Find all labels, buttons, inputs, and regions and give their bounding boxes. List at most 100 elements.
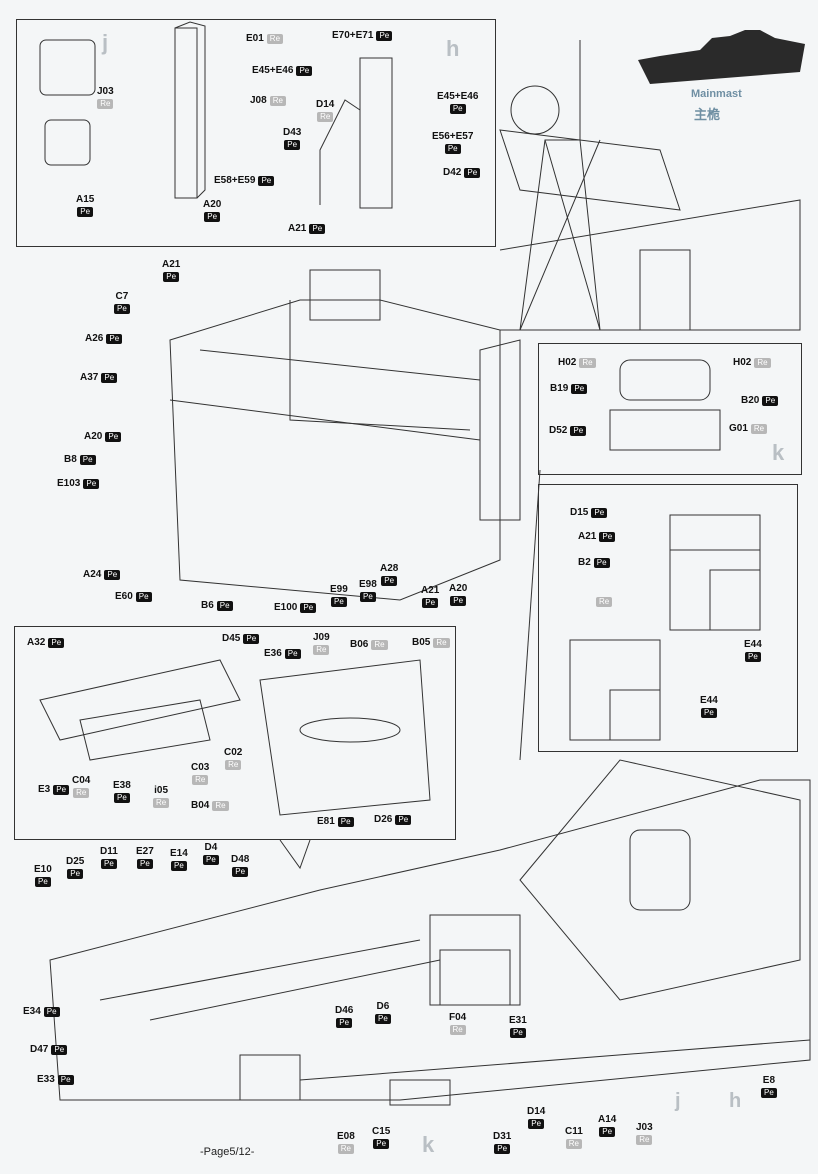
pe-badge: Pe (300, 603, 317, 613)
pe-badge: Pe (258, 176, 275, 186)
pe-badge: Pe (171, 861, 187, 871)
part-number: D14 (527, 1106, 546, 1117)
pe-badge: Pe (114, 304, 130, 314)
part-number: E31 (509, 1015, 527, 1026)
part-number: D42 (443, 167, 462, 178)
pe-badge: Pe (599, 532, 616, 542)
part-number: C11 (565, 1126, 583, 1137)
panel-h-j (16, 19, 496, 247)
part-number: A21 (421, 585, 440, 596)
pe-badge: Pe (67, 869, 84, 879)
part-number: E14 (170, 848, 188, 859)
part-number: C7 (115, 291, 129, 302)
re-badge: Re (754, 358, 771, 368)
re-badge: Re (636, 1135, 653, 1145)
pe-badge: Pe (331, 597, 347, 607)
part-number: B2 (578, 557, 591, 568)
part-number: E34 (23, 1006, 41, 1017)
pe-badge: Pe (101, 859, 117, 869)
re-badge: Re (317, 112, 334, 122)
pe-badge: Pe (701, 708, 717, 718)
part-number: D46 (335, 1005, 354, 1016)
part-number: A20 (449, 583, 468, 594)
part-number: E103 (57, 478, 81, 489)
part-number: D6 (376, 1001, 390, 1012)
pe-badge: Pe (203, 855, 219, 865)
re-badge: Re (73, 788, 90, 798)
callout-letter-k: k (422, 1132, 435, 1157)
pe-badge: Pe (57, 1075, 74, 1085)
re-badge: Re (433, 638, 450, 648)
part-number: E70+E71 (332, 30, 374, 41)
pe-badge: Pe (464, 168, 481, 178)
part-number: E98 (359, 579, 377, 590)
part-number: E58+E59 (214, 175, 256, 186)
part-label: Re (596, 597, 613, 607)
pe-badge: Pe (204, 212, 221, 222)
pe-badge: Pe (528, 1119, 545, 1129)
re-badge: Re (750, 424, 768, 434)
part-number: E44 (744, 639, 762, 650)
part-number: E45+E46 (437, 91, 479, 102)
pe-badge: Pe (337, 817, 354, 827)
pe-badge: Pe (284, 649, 301, 659)
pe-badge: Pe (510, 1028, 526, 1038)
part-number: E100 (274, 602, 298, 613)
part-number: C03 (191, 762, 210, 773)
pe-badge: Pe (395, 815, 412, 825)
panel-letter-k: k (772, 440, 785, 465)
panel-e44 (538, 484, 798, 752)
part-number: E3 (38, 784, 51, 795)
pe-badge: Pe (296, 66, 313, 76)
part-number: H02 (733, 357, 752, 368)
pe-badge: Pe (762, 396, 779, 406)
pe-badge: Pe (449, 104, 466, 114)
pe-badge: Pe (106, 334, 123, 344)
part-number: E45+E46 (252, 65, 294, 76)
part-number: E38 (113, 780, 131, 791)
pe-badge: Pe (450, 596, 467, 606)
pe-badge: Pe (593, 558, 610, 568)
part-number: A21 (288, 223, 307, 234)
part-number: J03 (636, 1122, 653, 1133)
part-number: E99 (330, 584, 348, 595)
pe-badge: Pe (309, 224, 326, 234)
part-number: D26 (374, 814, 393, 825)
pe-badge: Pe (373, 1139, 390, 1149)
part-number: C15 (372, 1126, 391, 1137)
part-number: E08 (337, 1131, 355, 1142)
pe-badge: Pe (591, 508, 608, 518)
part-number: E10 (34, 864, 52, 875)
pe-badge: Pe (216, 601, 233, 611)
part-number: J03 (97, 86, 114, 97)
